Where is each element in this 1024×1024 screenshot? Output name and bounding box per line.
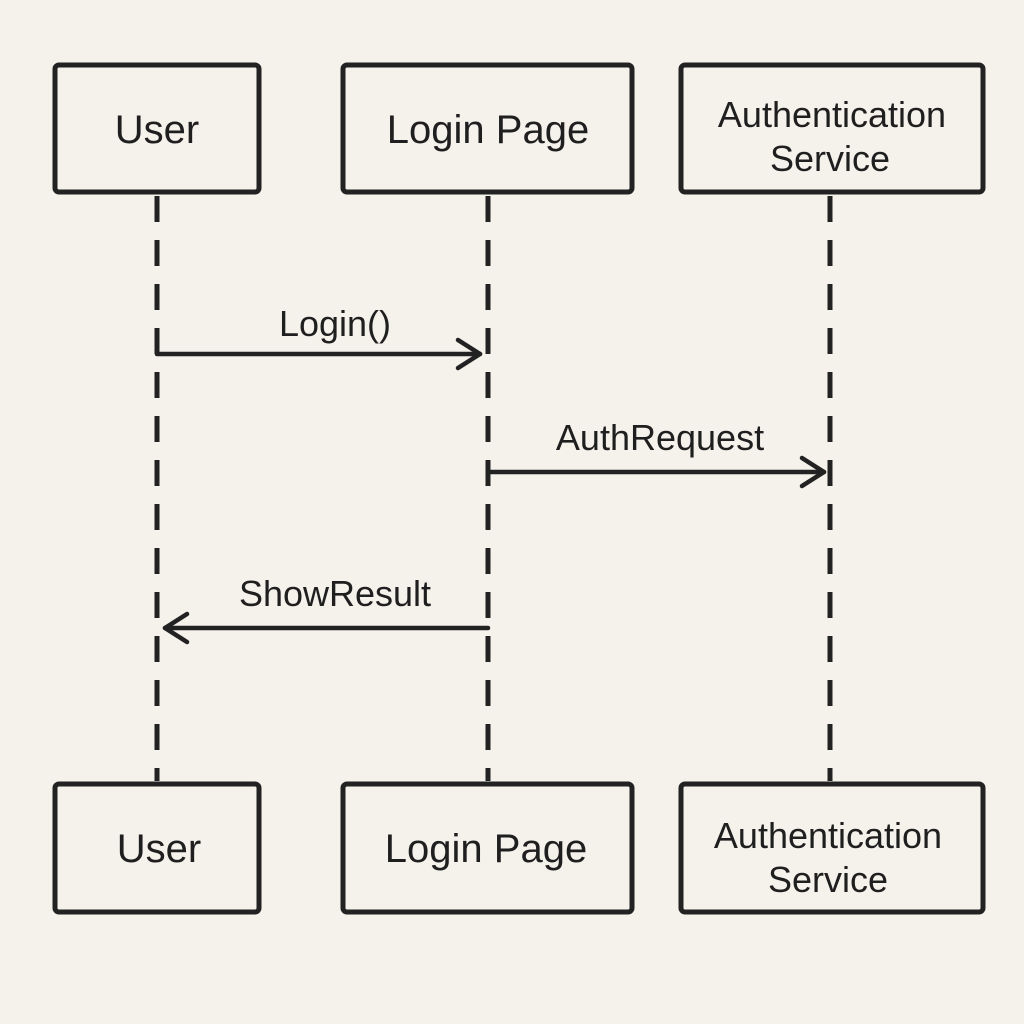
participant-label-line2: Service	[770, 138, 890, 179]
participant-label-line1: Authentication	[714, 815, 942, 856]
arrowhead-icon	[799, 455, 827, 489]
message-show-result: ShowResult	[162, 573, 491, 645]
participant-label-line2: Service	[768, 859, 888, 900]
participant-label-line1: Authentication	[718, 94, 946, 135]
participant-user-top: User	[52, 62, 262, 195]
message-label: Login()	[279, 303, 391, 344]
arrowhead-icon	[162, 611, 190, 645]
message-label: AuthRequest	[556, 417, 764, 458]
participant-user-bottom: User	[52, 781, 262, 915]
participant-label: User	[117, 827, 201, 871]
message-login: Login()	[154, 303, 483, 371]
participant-login-page-bottom: Login Page	[340, 781, 635, 915]
participant-auth-service-bottom: Authentication Service	[678, 781, 986, 915]
message-auth-request: AuthRequest	[485, 417, 827, 489]
participant-label: User	[115, 108, 199, 152]
participant-label: Login Page	[385, 827, 587, 871]
message-label: ShowResult	[239, 573, 431, 614]
arrowhead-icon	[455, 337, 483, 371]
participant-label: Login Page	[387, 108, 589, 152]
participant-login-page-top: Login Page	[340, 62, 635, 195]
participant-auth-service-top: Authentication Service	[678, 62, 986, 195]
